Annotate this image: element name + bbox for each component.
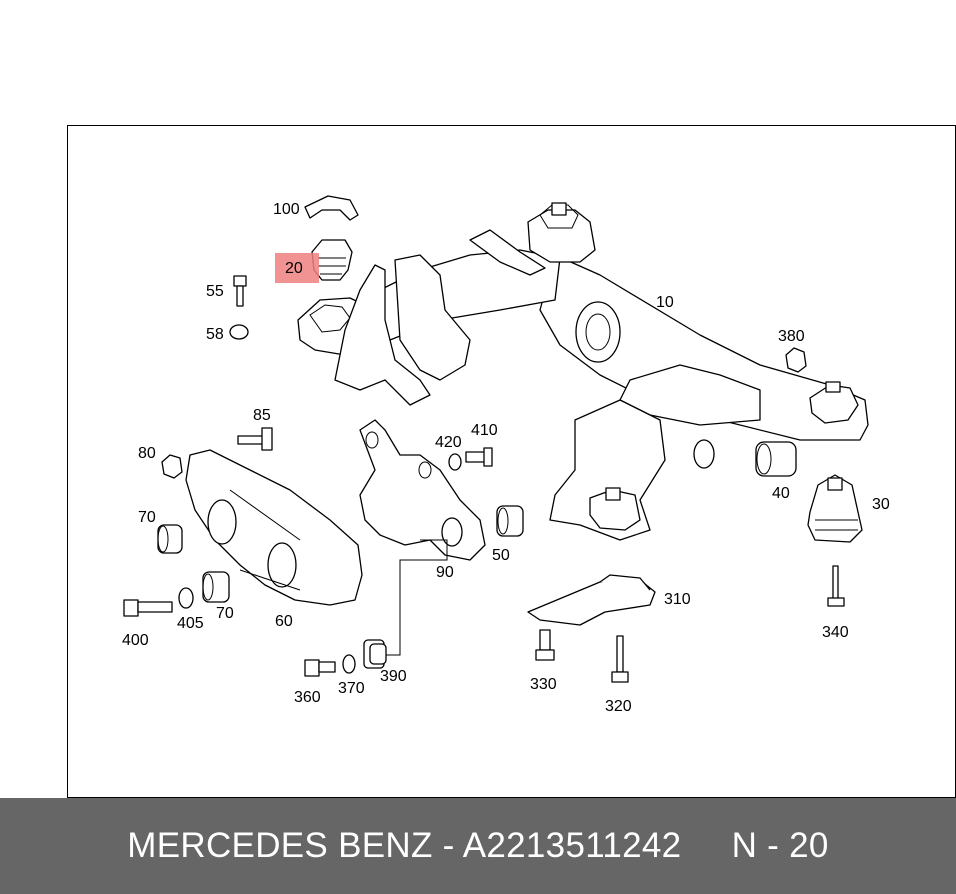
label-10[interactable]: 10 xyxy=(656,294,674,311)
label-330[interactable]: 330 xyxy=(530,676,557,693)
label-320[interactable]: 320 xyxy=(605,698,632,715)
washer-part-370[interactable] xyxy=(342,654,356,674)
highlight-box-20 xyxy=(275,253,319,283)
nut-part-80[interactable] xyxy=(161,454,183,479)
label-410[interactable]: 410 xyxy=(471,422,498,439)
washer-part-405[interactable] xyxy=(178,587,194,609)
label-360[interactable]: 360 xyxy=(294,689,321,706)
subframe-part-10[interactable] xyxy=(297,202,869,541)
screw-part-340[interactable] xyxy=(827,565,845,607)
label-30[interactable]: 30 xyxy=(872,496,890,513)
washer-part-58[interactable] xyxy=(229,324,249,340)
label-90[interactable]: 90 xyxy=(436,564,454,581)
label-310[interactable]: 310 xyxy=(664,591,691,608)
brand-name: MERCEDES BENZ xyxy=(127,826,433,865)
washer-part-420[interactable] xyxy=(448,453,462,471)
label-40[interactable]: 40 xyxy=(772,485,790,502)
bushing-part-390[interactable] xyxy=(363,639,387,669)
cover-part-100[interactable] xyxy=(304,195,359,221)
label-80[interactable]: 80 xyxy=(138,445,156,462)
label-370[interactable]: 370 xyxy=(338,680,365,697)
bolt-part-55[interactable] xyxy=(233,275,247,307)
bushing-part-70-upper[interactable] xyxy=(157,524,183,554)
label-55[interactable]: 55 xyxy=(206,283,224,300)
footer-separator: - xyxy=(442,826,455,865)
label-85[interactable]: 85 xyxy=(253,407,271,424)
cover-plate-part-310[interactable] xyxy=(527,574,656,626)
label-60[interactable]: 60 xyxy=(275,613,293,630)
label-70-lower[interactable]: 70 xyxy=(216,605,234,622)
label-50[interactable]: 50 xyxy=(492,547,510,564)
screw-part-330[interactable] xyxy=(535,629,555,661)
side-panel-part-60[interactable] xyxy=(185,449,363,606)
bolt-part-410[interactable] xyxy=(465,447,493,467)
label-380[interactable]: 380 xyxy=(778,328,805,345)
footer-text: MERCEDES BENZ - A2213511242 N - 20 xyxy=(127,826,828,866)
bolt-part-360[interactable] xyxy=(304,659,336,677)
label-100[interactable]: 100 xyxy=(273,201,300,218)
bushing-part-20[interactable] xyxy=(311,239,353,281)
bushing-part-70-lower[interactable] xyxy=(202,571,230,603)
bushing-part-50[interactable] xyxy=(496,505,524,537)
label-20[interactable]: 20 xyxy=(285,260,303,277)
label-340[interactable]: 340 xyxy=(822,624,849,641)
part-number: A2213511242 xyxy=(462,826,682,865)
bushing-part-40[interactable] xyxy=(755,441,797,477)
mount-part-30[interactable] xyxy=(807,474,863,543)
label-400[interactable]: 400 xyxy=(122,632,149,649)
nut-part-380[interactable] xyxy=(785,347,807,373)
screw-part-320[interactable] xyxy=(611,635,629,683)
label-58[interactable]: 58 xyxy=(206,326,224,343)
bolt-part-85[interactable] xyxy=(237,427,273,451)
label-420[interactable]: 420 xyxy=(435,434,462,451)
label-70-upper[interactable]: 70 xyxy=(138,509,156,526)
label-405[interactable]: 405 xyxy=(177,615,204,632)
footer-bar: MERCEDES BENZ - A2213511242 N - 20 xyxy=(0,798,956,894)
bolt-part-400[interactable] xyxy=(123,599,173,617)
bracket-part-90[interactable] xyxy=(359,419,486,656)
label-390[interactable]: 390 xyxy=(380,668,407,685)
position-number: N - 20 xyxy=(731,826,829,865)
